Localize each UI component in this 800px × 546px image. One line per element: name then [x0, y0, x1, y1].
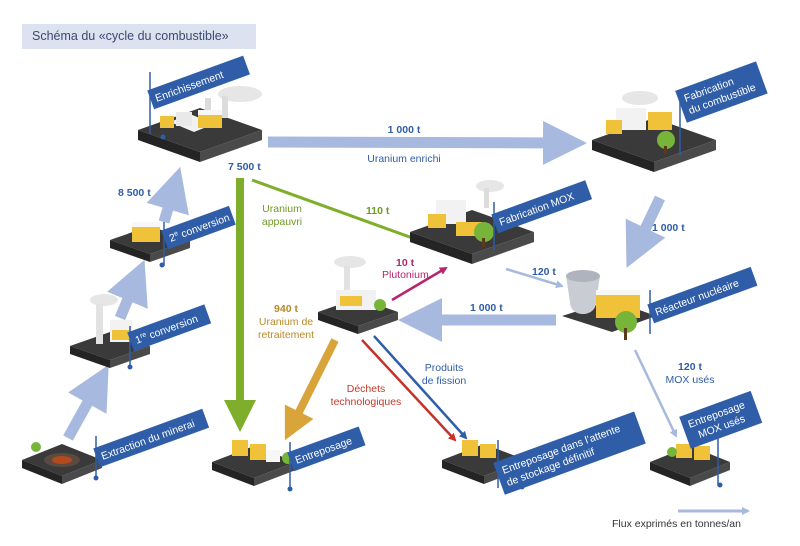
- fission-label-line1: Produits: [425, 362, 464, 374]
- mox-to-reactor-qty: 120 t: [532, 266, 556, 278]
- flow-conv1-to-conv2: [107, 259, 148, 321]
- legend-label: Flux exprimés en tonnes/an: [612, 518, 741, 530]
- flow-labels: 1 000 t Uranium enrichi 7 500 t Uranium …: [118, 124, 715, 408]
- site-fuel-fabrication: [592, 91, 716, 172]
- flag-mining-label: Extraction du minerai: [100, 418, 197, 463]
- diagram-title: Schéma du «cycle du combustible»: [22, 24, 256, 49]
- flow-enrichment-to-fabrication: [267, 120, 587, 165]
- flag-first-conversion: 1re conversion: [127, 304, 212, 368]
- flow-reprocessed-to-storage: [284, 338, 339, 441]
- site-reactor: [562, 270, 656, 340]
- depleted-label-line1: Uranium: [262, 203, 302, 215]
- flows: [63, 120, 678, 442]
- waste-label-line1: Déchets: [347, 383, 386, 395]
- flow-mox-to-reactor: [505, 267, 564, 289]
- flag-reactor: Réacteur nucléaire: [647, 266, 758, 334]
- conv2-superscript: e: [173, 230, 179, 238]
- flow-depleted-to-mox: [251, 178, 420, 242]
- plutonium-label: Plutonium: [382, 269, 429, 281]
- mox-used-label: MOX usés: [665, 374, 714, 386]
- to-mox-qty: 110 t: [366, 205, 390, 217]
- enriched-label: Uranium enrichi: [367, 153, 441, 165]
- site-mining: [22, 442, 102, 484]
- site-first-conversion: [70, 294, 150, 370]
- flow-conv2-to-enrichment: [146, 166, 189, 224]
- spent-qty: 1 000 t: [470, 302, 503, 314]
- fission-label-line2: de fission: [422, 375, 467, 387]
- depleted-label-line2: appauvri: [262, 216, 302, 228]
- site-mox-storage: [650, 444, 730, 488]
- conv1-superscript: re: [139, 331, 147, 340]
- flag-mining: Extraction du minerai: [93, 408, 210, 478]
- reproc-qty: 940 t: [274, 303, 298, 315]
- flow-fission-to-waiting: [373, 335, 468, 440]
- mox-used-qty: 120 t: [678, 361, 702, 373]
- enriched-qty: 1 000 t: [388, 124, 421, 136]
- flag-second-conversion: 2e conversion: [161, 205, 236, 266]
- flow-fabrication-to-reactor: [625, 195, 666, 268]
- reproc-label-line2: retraitement: [258, 329, 314, 341]
- flow-waste-to-waiting: [361, 339, 457, 442]
- fuel-qty: 1 000 t: [652, 222, 685, 234]
- site-enrichment: [138, 86, 262, 162]
- reproc-label-line1: Uranium de: [259, 316, 313, 328]
- flow-reactor-to-mox-storage: [633, 349, 678, 438]
- flag-storage: Entreposage: [287, 426, 366, 490]
- site-storage: [212, 440, 296, 492]
- waste-label-line2: technologiques: [331, 396, 402, 408]
- flow-mining-to-conv1: [63, 364, 109, 441]
- conv1-prefix: 1: [134, 333, 144, 346]
- conv2-prefix: 2: [168, 231, 178, 244]
- depleted-qty: 7 500 t: [228, 161, 261, 173]
- flag-waiting-storage: Entreposage dans l’attente de stockage d…: [493, 411, 646, 495]
- plutonium-qty: 10 t: [396, 257, 415, 269]
- conv2-qty: 8 500 t: [118, 187, 151, 199]
- flow-plutonium-to-mox: [391, 266, 448, 302]
- site-reprocessing: [318, 256, 398, 334]
